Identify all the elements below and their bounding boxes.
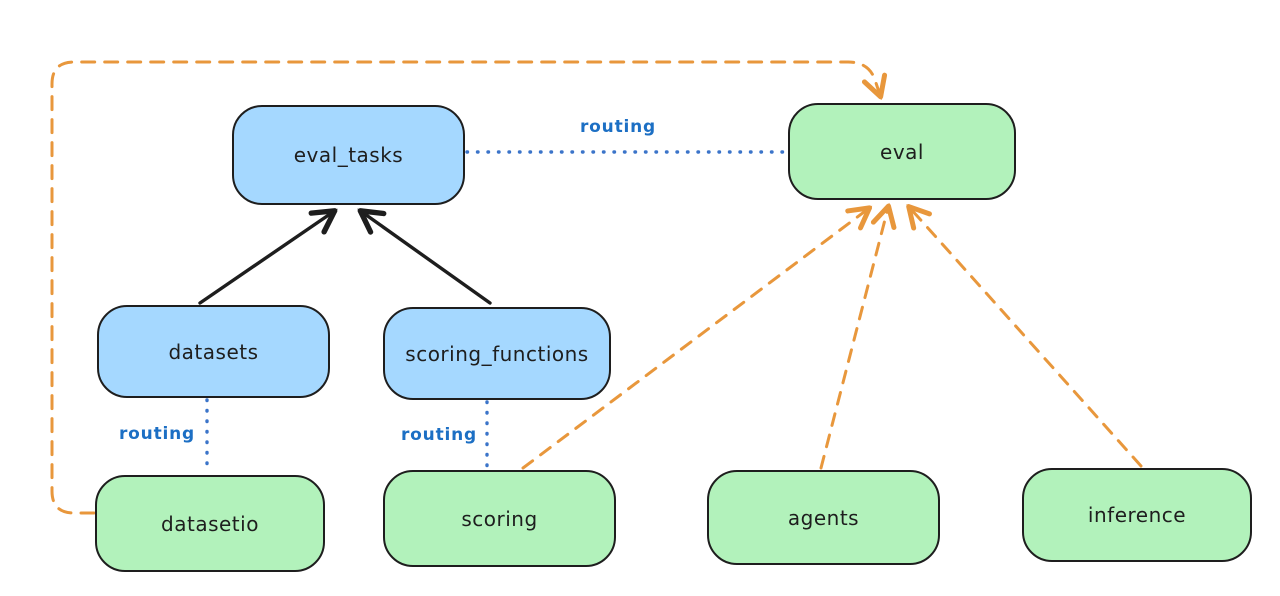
node-datasets-label: datasets (168, 339, 259, 364)
node-agents-label: agents (787, 505, 860, 530)
node-eval-tasks-label: eval_tasks (293, 143, 404, 167)
edge-datasetio-to-eval-loop (50, 60, 888, 515)
node-eval-label: eval (880, 139, 924, 164)
edge-label-routing-top: routing (580, 117, 656, 137)
node-datasetio-label: datasetio (161, 511, 259, 536)
edge-label-routing-scoring: routing (401, 425, 477, 445)
edge-label-routing-datasets: routing (119, 424, 195, 444)
node-eval[interactable]: eval (788, 103, 1016, 200)
edge-inference-to-eval (906, 203, 1143, 468)
node-scoring-functions[interactable]: scoring_functions (383, 307, 611, 400)
node-scoring[interactable]: scoring (383, 470, 616, 567)
node-scoring-label: scoring (461, 506, 538, 531)
node-scoring-functions-label: scoring_functions (405, 341, 589, 366)
node-agents[interactable]: agents (707, 470, 940, 565)
node-eval-tasks[interactable]: eval_tasks (232, 105, 465, 205)
edge-agents-to-eval (819, 202, 897, 470)
node-inference-label: inference (1087, 503, 1187, 527)
node-datasets[interactable]: datasets (97, 305, 330, 398)
node-inference[interactable]: inference (1022, 468, 1252, 562)
edge-scoring-functions-to-eval-tasks (357, 208, 492, 305)
edge-datasets-to-eval-tasks (198, 208, 338, 305)
node-datasetio[interactable]: datasetio (95, 475, 325, 572)
